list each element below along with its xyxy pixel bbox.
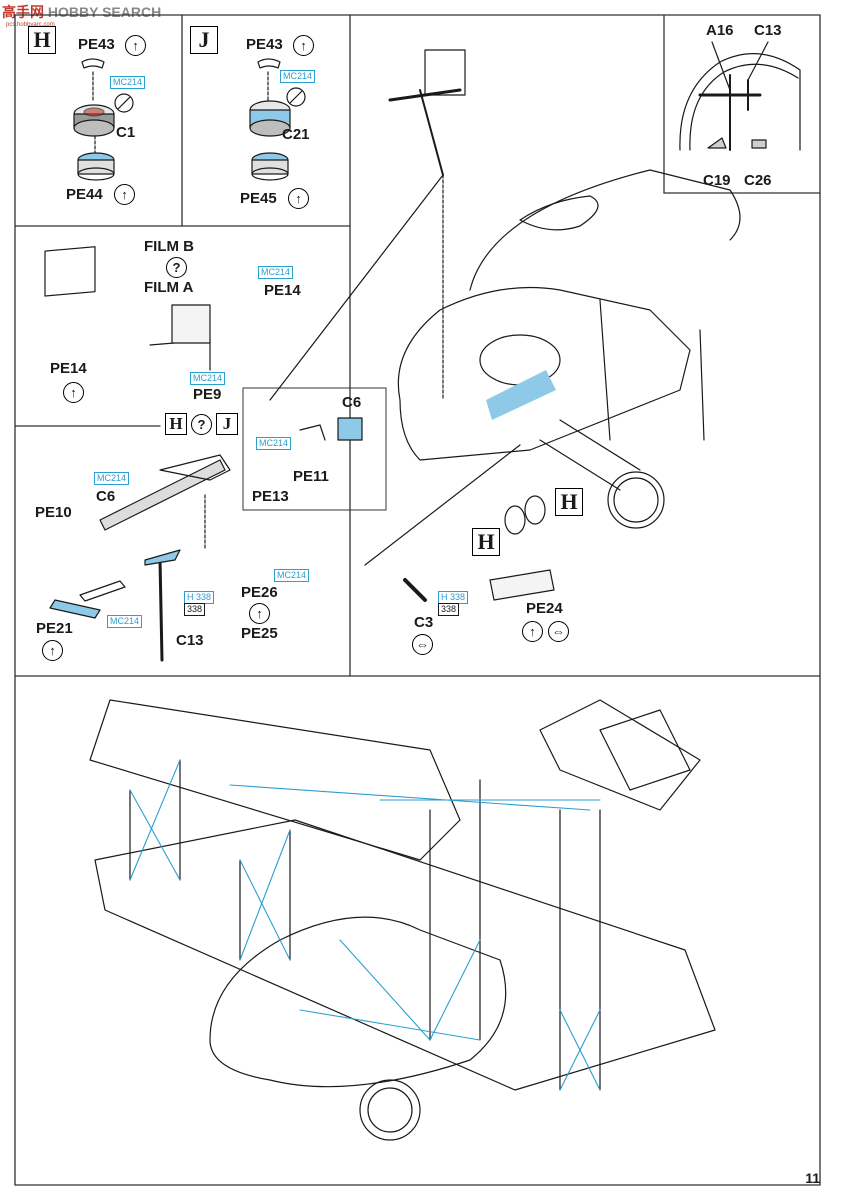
label-c13-detail: C13 (754, 22, 782, 39)
label-pe25: PE25 (241, 625, 278, 642)
mc214-tag: MC214 (107, 615, 143, 628)
label-c13: C13 (176, 632, 204, 649)
mc214-tag: MC214 (94, 472, 130, 485)
label-c6-mount: C6 (342, 394, 362, 411)
biplane-overall (89, 699, 716, 1141)
arrow-both-icon: ⇔ (548, 621, 569, 642)
step-box-h-wheel: H (472, 528, 500, 556)
label-pe44: PE44 (66, 186, 103, 203)
label-pe14: PE14 (264, 282, 301, 299)
step-h-parts (73, 58, 134, 181)
arrow-up-icon: ↑ (125, 35, 146, 56)
mc214-tag: MC214 (256, 437, 292, 450)
mc214-tag: MC214 (258, 266, 294, 279)
step-box-j-small: J (216, 413, 238, 435)
cockpit-detail (679, 41, 801, 151)
mc214-tag: MC214 (190, 372, 226, 385)
label-c21: C21 (282, 126, 310, 143)
label-pe14-left: PE14 (50, 360, 87, 377)
arrow-up-icon: ↑ (114, 184, 135, 205)
h338-number: 338 (438, 603, 460, 616)
gun-assembly (44, 246, 555, 662)
label-film-b: FILM B (144, 238, 194, 255)
label-c3: C3 (414, 614, 434, 631)
label-film-a: FILM A (144, 279, 194, 296)
fuselage-upper (269, 49, 741, 566)
label-pe43-j: PE43 (246, 36, 283, 53)
label-c26: C26 (744, 172, 772, 189)
arrow-up-icon: ↑ (293, 35, 314, 56)
mc214-tag: MC214 (110, 76, 146, 89)
label-pe21: PE21 (36, 620, 73, 637)
watermark-logo: 高手网 HOBBY SEARCH (2, 2, 161, 22)
label-pe13: PE13 (252, 488, 289, 505)
step-j-parts (249, 58, 306, 181)
page-number: 11 (805, 1170, 820, 1186)
label-pe26: PE26 (241, 584, 278, 601)
h338-tag: H 338 (438, 591, 469, 604)
arrow-up-icon: ↑ (63, 382, 84, 403)
arrow-up-icon: ↑ (249, 603, 270, 624)
label-pe11: PE11 (293, 468, 329, 485)
question-icon: ? (166, 257, 187, 278)
step-box-j: J (190, 26, 218, 54)
step-box-h-wheel-2: H (555, 488, 583, 516)
label-c1: C1 (116, 124, 136, 141)
label-c19: C19 (703, 172, 731, 189)
label-pe24: PE24 (526, 600, 563, 617)
label-pe9: PE9 (193, 386, 222, 403)
h338-number: 338 (184, 603, 206, 616)
label-pe43-h: PE43 (78, 36, 115, 53)
arrow-both-icon: ⇔ (412, 634, 433, 655)
label-a16: A16 (706, 22, 734, 39)
arrow-up-icon: ↑ (288, 188, 309, 209)
label-pe10: PE10 (35, 504, 72, 521)
question-icon: ? (191, 414, 212, 435)
watermark-cn: 高手网 (2, 4, 44, 20)
arrow-up-icon: ↑ (522, 621, 543, 642)
mc214-tag: MC214 (274, 569, 310, 582)
watermark-en: HOBBY SEARCH (47, 4, 162, 20)
label-pe45: PE45 (240, 190, 277, 207)
mc214-tag: MC214 (280, 70, 316, 83)
arrow-up-icon: ↑ (42, 640, 63, 661)
watermark-url: pcs.hobbyarc.com (6, 22, 55, 28)
rigging-wires (129, 759, 601, 1091)
label-c6: C6 (96, 488, 116, 505)
step-box-h-small: H (165, 413, 187, 435)
step-box-h: H (28, 26, 56, 54)
